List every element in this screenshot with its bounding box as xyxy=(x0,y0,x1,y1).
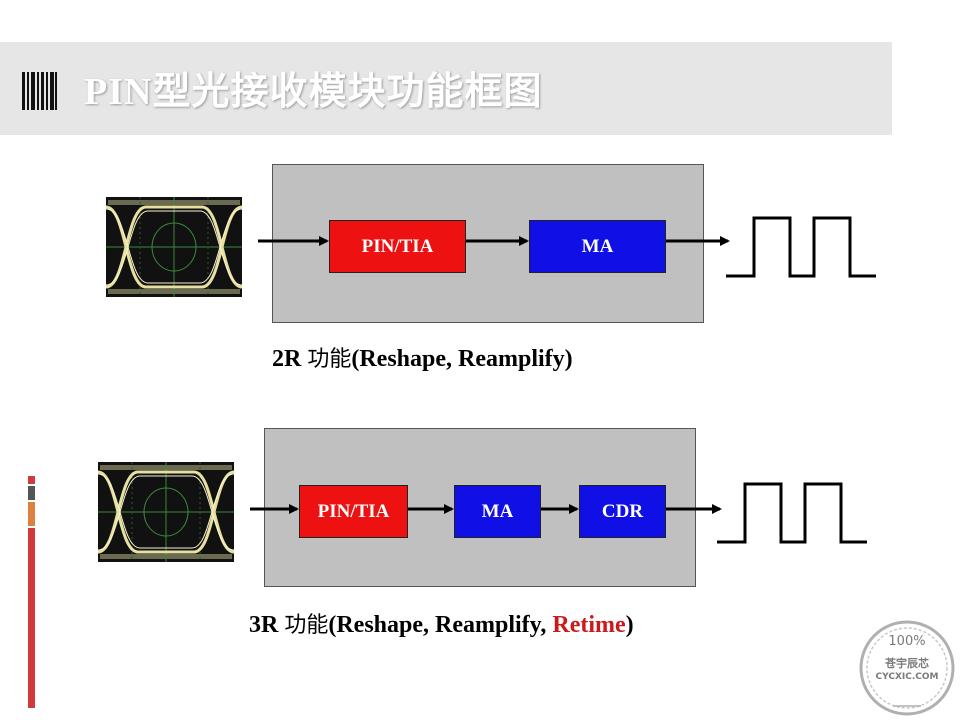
caption-2r-cn: 功能 xyxy=(307,347,352,372)
square-wave-output-3r xyxy=(717,482,867,544)
barcode-icon xyxy=(22,72,57,110)
eye-diagram-input-3r xyxy=(98,462,234,562)
caption-3r-prefix: 3R xyxy=(249,612,285,638)
caption-2r-rest: (Reshape, Reamplify) xyxy=(351,346,573,372)
caption-3r-end: ) xyxy=(625,612,634,638)
pin-tia-block-2r: PIN/TIA xyxy=(329,220,466,273)
caption-3r-retime: Retime xyxy=(552,612,626,638)
watermark-site: CYCXIC.COM xyxy=(875,672,939,682)
caption-3r: 3R 功能(Reshape, Reamplify, Retime) xyxy=(249,607,634,639)
ma-block-3r: MA xyxy=(454,485,541,538)
page-title: PIN型光接收模块功能框图 xyxy=(84,71,543,113)
ma-block-2r: MA xyxy=(529,220,666,273)
pin-tia-block-3r: PIN/TIA xyxy=(299,485,408,538)
caption-3r-cn: 功能 xyxy=(284,613,329,638)
caption-2r: 2R 功能(Reshape, Reamplify) xyxy=(272,341,573,373)
title-banner xyxy=(0,42,892,135)
caption-3r-mid: (Reshape, Reamplify, xyxy=(328,612,553,638)
decorative-sidebar xyxy=(28,476,35,708)
square-wave-output-2r xyxy=(726,216,876,278)
cdr-block-3r: CDR xyxy=(579,485,666,538)
watermark-percent: 100% xyxy=(888,634,926,649)
watermark-seal-icon xyxy=(859,620,955,716)
watermark-name: 苍宇辰芯 xyxy=(885,657,929,670)
caption-2r-prefix: 2R xyxy=(272,346,308,372)
eye-diagram-input-2r xyxy=(106,197,242,297)
